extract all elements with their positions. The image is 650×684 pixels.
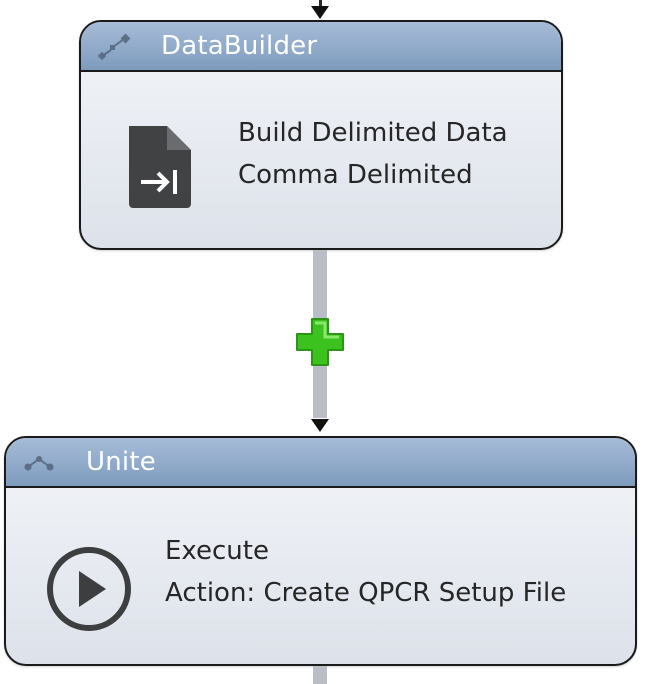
outgoing-connector-line [313,666,327,684]
incoming-arrowhead [311,6,329,19]
unite-action-line: Action: Create QPCR Setup File [165,578,567,608]
databuilder-node[interactable]: DataBuilder Build Delimited Data Comma D… [79,20,563,250]
connector-arrowhead [311,419,329,432]
connector-nodes-icon [24,456,54,471]
unite-node[interactable]: Unite Execute Action: Create QPCR Setup … [4,436,637,666]
incoming-connector-line [319,0,322,8]
unite-node-text: Execute Action: Create QPCR Setup File [165,530,566,614]
unite-execute-line: Execute [165,536,269,566]
databuilder-node-text: Build Delimited Data Comma Delimited [238,112,508,196]
databuilder-node-header[interactable]: DataBuilder [81,22,561,72]
build-delimited-data-icon [129,126,191,208]
add-step-plus-icon[interactable] [294,316,346,368]
unite-node-title: Unite [86,447,156,477]
databuilder-option-line: Comma Delimited [238,160,473,190]
databuilder-node-title: DataBuilder [161,31,318,61]
connector-nodes-icon [97,33,131,61]
databuilder-action-line: Build Delimited Data [238,118,508,148]
execute-play-icon [47,547,131,631]
unite-node-header[interactable]: Unite [6,438,635,488]
